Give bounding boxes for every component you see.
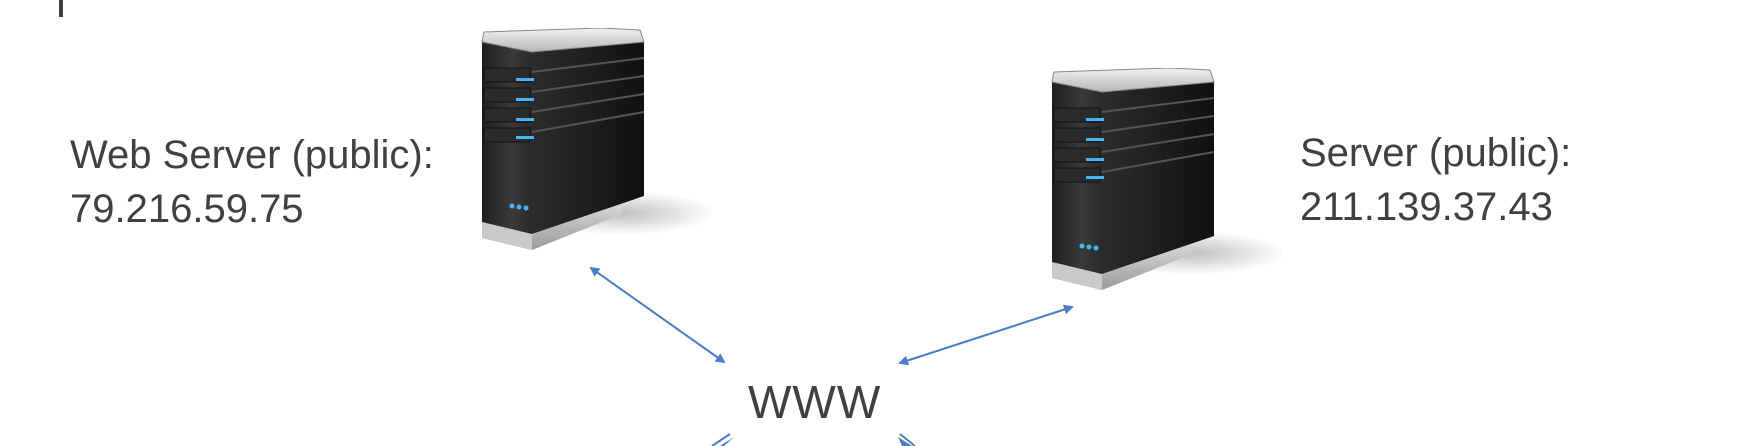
web-server-ip: 79.216.59.75: [70, 187, 304, 231]
connector-server-to-www: [898, 304, 1074, 366]
remote-server-node: [1042, 67, 1287, 308]
server-tower-icon: [1051, 67, 1287, 290]
internet-label: WWW: [748, 376, 882, 428]
remote-server-label: Server (public): 211.139.37.43: [1300, 126, 1571, 234]
arrowhead-www-down-right: [898, 437, 912, 446]
connector-web-to-www: [589, 266, 726, 364]
web-server-node: [472, 27, 717, 268]
connector-www-down-left: [711, 433, 731, 446]
slide-corner-mark: [59, 0, 63, 17]
connector-www-down-right: [899, 433, 916, 446]
arrowhead-www-down-left: [720, 437, 734, 446]
remote-server-title: Server (public):: [1300, 131, 1572, 175]
web-server-label: Web Server (public): 79.216.59.75: [70, 128, 434, 236]
web-server-title: Web Server (public):: [70, 133, 434, 177]
remote-server-ip: 211.139.37.43: [1300, 185, 1553, 229]
server-tower-icon: [481, 27, 717, 250]
